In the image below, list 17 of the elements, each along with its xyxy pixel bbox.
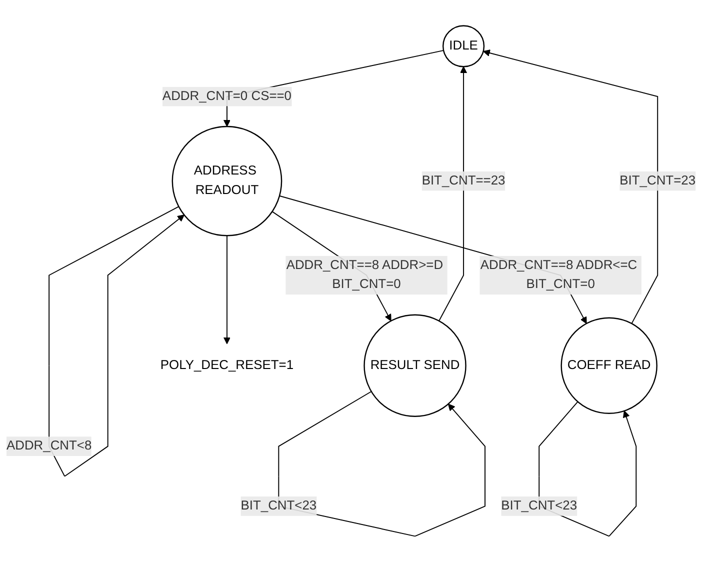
edge-label: ADDR_CNT<8 (6, 439, 92, 453)
edge-label: BIT_CNT<23 (240, 498, 317, 513)
edge-label: BIT_CNT==23 (422, 174, 506, 188)
node-circle: RESULT SEND (364, 314, 466, 417)
arrow (279, 195, 587, 324)
node-circle: COEFF READ (560, 317, 658, 414)
arrow (223, 235, 231, 344)
arrow (483, 50, 658, 324)
node-circle: IDLE (442, 25, 485, 68)
edge-label: ADDR_CNT=0 CS==0 (162, 89, 292, 104)
edge-label: ADDR_CNT==8 ADDR>=D BIT_CNT=0 (286, 258, 444, 292)
node-text: POLY_DEC_RESET=1 (160, 358, 294, 372)
edge-label: ADDR_CNT==8 ADDR<=C BIT_CNT=0 (480, 258, 638, 292)
node-circle: ADDRESS READOUT (172, 126, 282, 236)
edge-label: BIT_CNT=23 (620, 174, 696, 188)
edge-label: BIT_CNT<23 (501, 498, 578, 513)
arrow (438, 66, 468, 322)
